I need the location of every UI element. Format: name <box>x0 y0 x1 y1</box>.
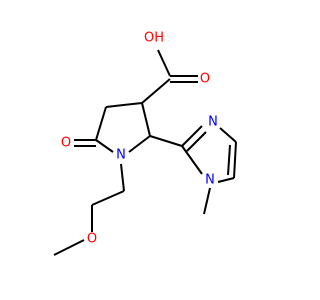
bond-acid-c-oh <box>157 49 171 77</box>
lactam-oxygen-label: O <box>61 136 71 151</box>
ring-nitrogen-label: N <box>116 148 126 163</box>
bond-c3-c4 <box>105 102 143 108</box>
molecule-structure: OH O O N N N O <box>53 31 237 256</box>
bond-ch2-ch2 <box>91 190 125 206</box>
bond-c5-n <box>95 139 114 153</box>
ether-oxygen-label: O <box>87 232 97 247</box>
bond-o-ch3 <box>53 239 85 256</box>
bond-im-c5-n1 <box>217 177 235 183</box>
bond-im-c2-n3-double-2 <box>186 131 207 152</box>
bond-c2-imidazole <box>149 135 183 147</box>
bond-c2-c3 <box>141 102 151 137</box>
hydroxyl-label: OH <box>144 31 164 46</box>
imidazole-n1-label: N <box>205 173 215 188</box>
bond-n1-methyl <box>203 187 211 215</box>
atom-labels: OH O O N N N O <box>61 31 218 247</box>
bond-im-c4-c5-double-1 <box>233 141 237 179</box>
bonds <box>53 49 237 256</box>
bond-n-ch2 <box>120 163 125 192</box>
bond-c3-acid <box>141 78 171 104</box>
bond-im-n1-c2 <box>181 145 203 175</box>
bond-im-c2-n3-double-1 <box>181 125 203 147</box>
bond-im-n3-c4 <box>219 127 237 143</box>
bond-im-c4-c5-double-2 <box>227 144 231 176</box>
bond-n-c2 <box>128 135 151 153</box>
imidazole-n3-label: N <box>208 115 218 130</box>
bond-c4-c5 <box>95 106 107 141</box>
acid-oxygen-label: O <box>200 72 210 87</box>
